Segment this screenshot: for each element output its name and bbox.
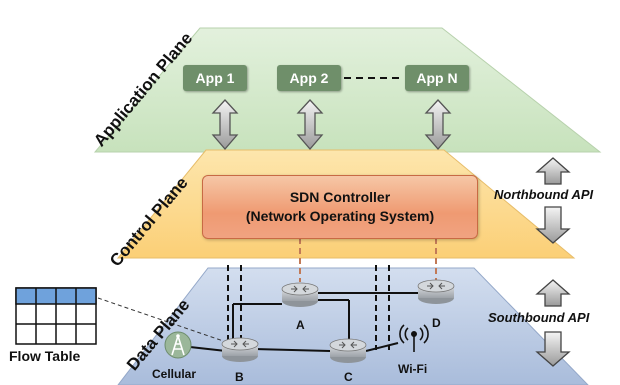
wifi-label: Wi-Fi	[398, 362, 428, 376]
northbound-down-arrow	[535, 206, 571, 244]
router-a[interactable]	[281, 282, 319, 307]
router-b[interactable]	[221, 337, 259, 362]
sdn-controller-box[interactable]: SDN Controller (Network Operating System…	[202, 175, 478, 239]
router-d-label: D	[432, 316, 441, 330]
api-side-arrows	[535, 157, 571, 367]
control-channels	[227, 265, 390, 350]
southbound-down-arrow	[535, 331, 571, 367]
cellular-label: Cellular	[152, 367, 197, 381]
flow-table-pointer	[97, 297, 233, 345]
app-interface-arrows	[211, 99, 452, 150]
router-a-label: A	[296, 318, 305, 332]
controller-link-lines	[299, 238, 437, 282]
controller-subtitle: (Network Operating System)	[245, 208, 435, 224]
northbound-api-label: Northbound API	[494, 187, 594, 202]
southbound-up-arrow	[535, 279, 571, 307]
app1-arrow	[211, 99, 239, 150]
app-1-box[interactable]: App 1	[183, 65, 247, 91]
router-b-label: B	[235, 370, 244, 384]
flow-table	[15, 287, 97, 345]
network-links	[189, 292, 418, 352]
appn-arrow	[424, 99, 452, 150]
wifi-antenna-icon	[399, 324, 429, 352]
router-c[interactable]	[329, 338, 367, 363]
app-2-box[interactable]: App 2	[277, 65, 341, 91]
app-n-box[interactable]: App N	[405, 65, 469, 91]
router-c-label: C	[344, 370, 353, 384]
northbound-up-arrow	[535, 157, 571, 185]
cellular-tower-icon	[164, 331, 192, 359]
flow-table-label: Flow Table	[9, 348, 81, 364]
router-d[interactable]	[417, 279, 455, 304]
southbound-api-label: Southbound API	[488, 310, 590, 325]
controller-title: SDN Controller	[289, 189, 391, 205]
app2-arrow	[296, 99, 324, 150]
